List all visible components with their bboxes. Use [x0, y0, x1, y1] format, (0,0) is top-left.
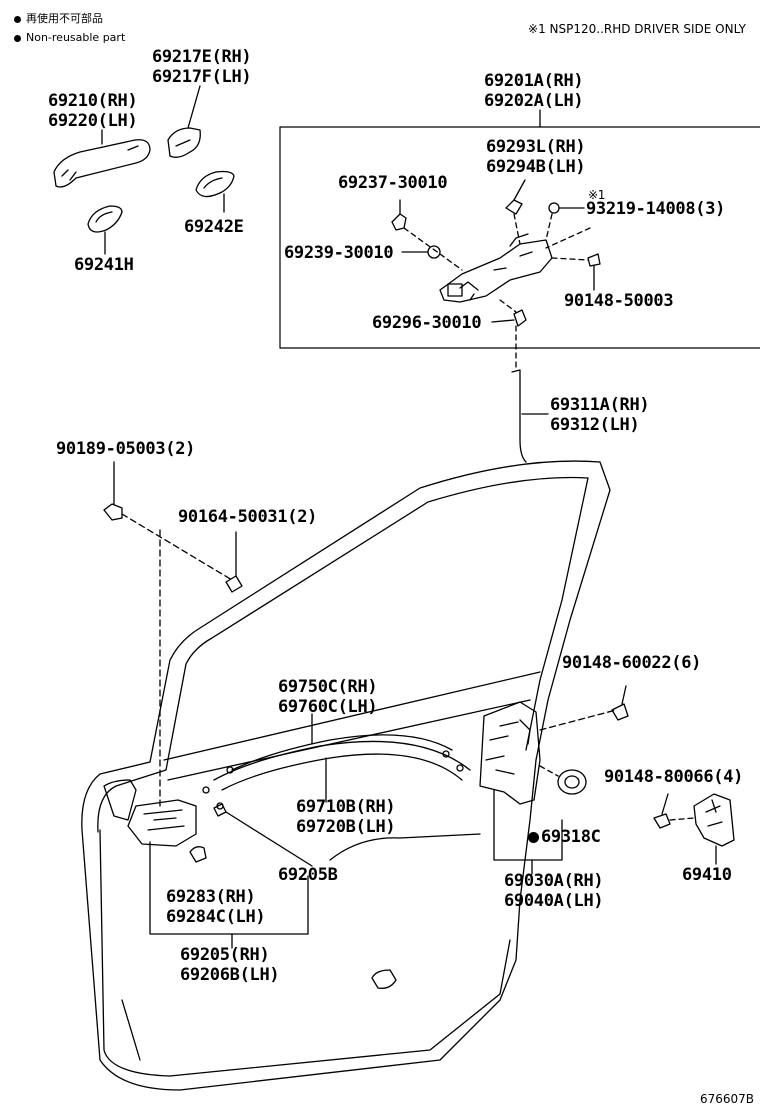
part-label: 69205B: [278, 865, 338, 885]
part-label: 69237-30010: [338, 173, 448, 193]
part-label: 69205(RH): [180, 945, 270, 965]
door-panel-icon: [81, 460, 611, 1091]
part-label: 69318C: [528, 828, 601, 847]
figure-id: 676607B: [699, 1092, 754, 1106]
part-label: 69201A(RH): [484, 71, 584, 91]
clip-icon: [213, 803, 313, 867]
outside-handle-icon: [53, 129, 151, 188]
legend-japanese: 再使用不可部品: [14, 12, 103, 26]
part-label: 69040A(LH): [504, 891, 604, 911]
part-label: 69293L(RH): [486, 137, 586, 157]
part-label: 69220(LH): [48, 111, 138, 131]
part-label: 69296-30010: [372, 313, 482, 333]
non-reusable-dot-icon: [528, 832, 539, 843]
lock-cylinder-icon: [439, 233, 553, 303]
note-mark: ※1: [588, 188, 606, 202]
bullet-icon: [14, 34, 21, 42]
door-lock-icon: [479, 701, 617, 875]
part-label: 69410: [682, 865, 732, 885]
part-label: 69283(RH): [166, 887, 256, 907]
bolt-icon: [391, 199, 441, 255]
handle-frame-icon: [167, 85, 201, 158]
part-label: 69720B(LH): [296, 817, 396, 837]
part-label: 69760C(LH): [278, 697, 378, 717]
screw-icon: [611, 685, 629, 721]
cable-icon: [202, 713, 471, 810]
clip-icon: [103, 461, 233, 811]
part-label: 90148-80066(4): [604, 767, 744, 787]
lever-icon: [505, 179, 526, 245]
part-label: 69217E(RH): [152, 47, 252, 67]
part-label: 69750C(RH): [278, 677, 378, 697]
part-label: 90164-50031(2): [178, 507, 318, 527]
part-label: 69284C(LH): [166, 907, 266, 927]
bullet-icon: [14, 15, 21, 23]
pad-front-icon: [87, 205, 123, 255]
part-label: 69294B(LH): [486, 157, 586, 177]
rod-icon: [511, 325, 549, 463]
screw-icon: [545, 227, 601, 291]
screw-icon: [225, 531, 243, 593]
lock-group-box: [279, 126, 760, 349]
part-label: 69312(LH): [550, 415, 640, 435]
part-label: 69210(RH): [48, 91, 138, 111]
legend-english: Non-reusable part: [14, 31, 125, 45]
part-label: 93219-14008(3): [586, 199, 726, 219]
cover-icon: [189, 846, 207, 863]
part-label: 90148-60022(6): [562, 653, 702, 673]
applicability-note: ※1 NSP120..RHD DRIVER SIDE ONLY: [528, 22, 746, 36]
part-label: 90189-05003(2): [56, 439, 196, 459]
part-label: 69202A(LH): [484, 91, 584, 111]
pad-rear-icon: [195, 170, 235, 213]
part-label: 69206B(LH): [180, 965, 280, 985]
bolt-icon: [491, 299, 527, 327]
bolt-icon: [401, 245, 463, 271]
inside-handle-icon: [127, 799, 309, 949]
part-label: 69030A(RH): [504, 871, 604, 891]
part-label: 69217F(LH): [152, 67, 252, 87]
part-label: 69710B(RH): [296, 797, 396, 817]
part-label: 69241H: [74, 255, 134, 275]
part-label: 69311A(RH): [550, 395, 650, 415]
part-label: 69242E: [184, 217, 244, 237]
screw-icon: [545, 202, 585, 241]
part-label: 69239-30010: [284, 243, 394, 263]
striker-icon: [653, 793, 735, 865]
part-label: 90148-50003: [564, 291, 674, 311]
grommet-icon: [539, 765, 587, 795]
